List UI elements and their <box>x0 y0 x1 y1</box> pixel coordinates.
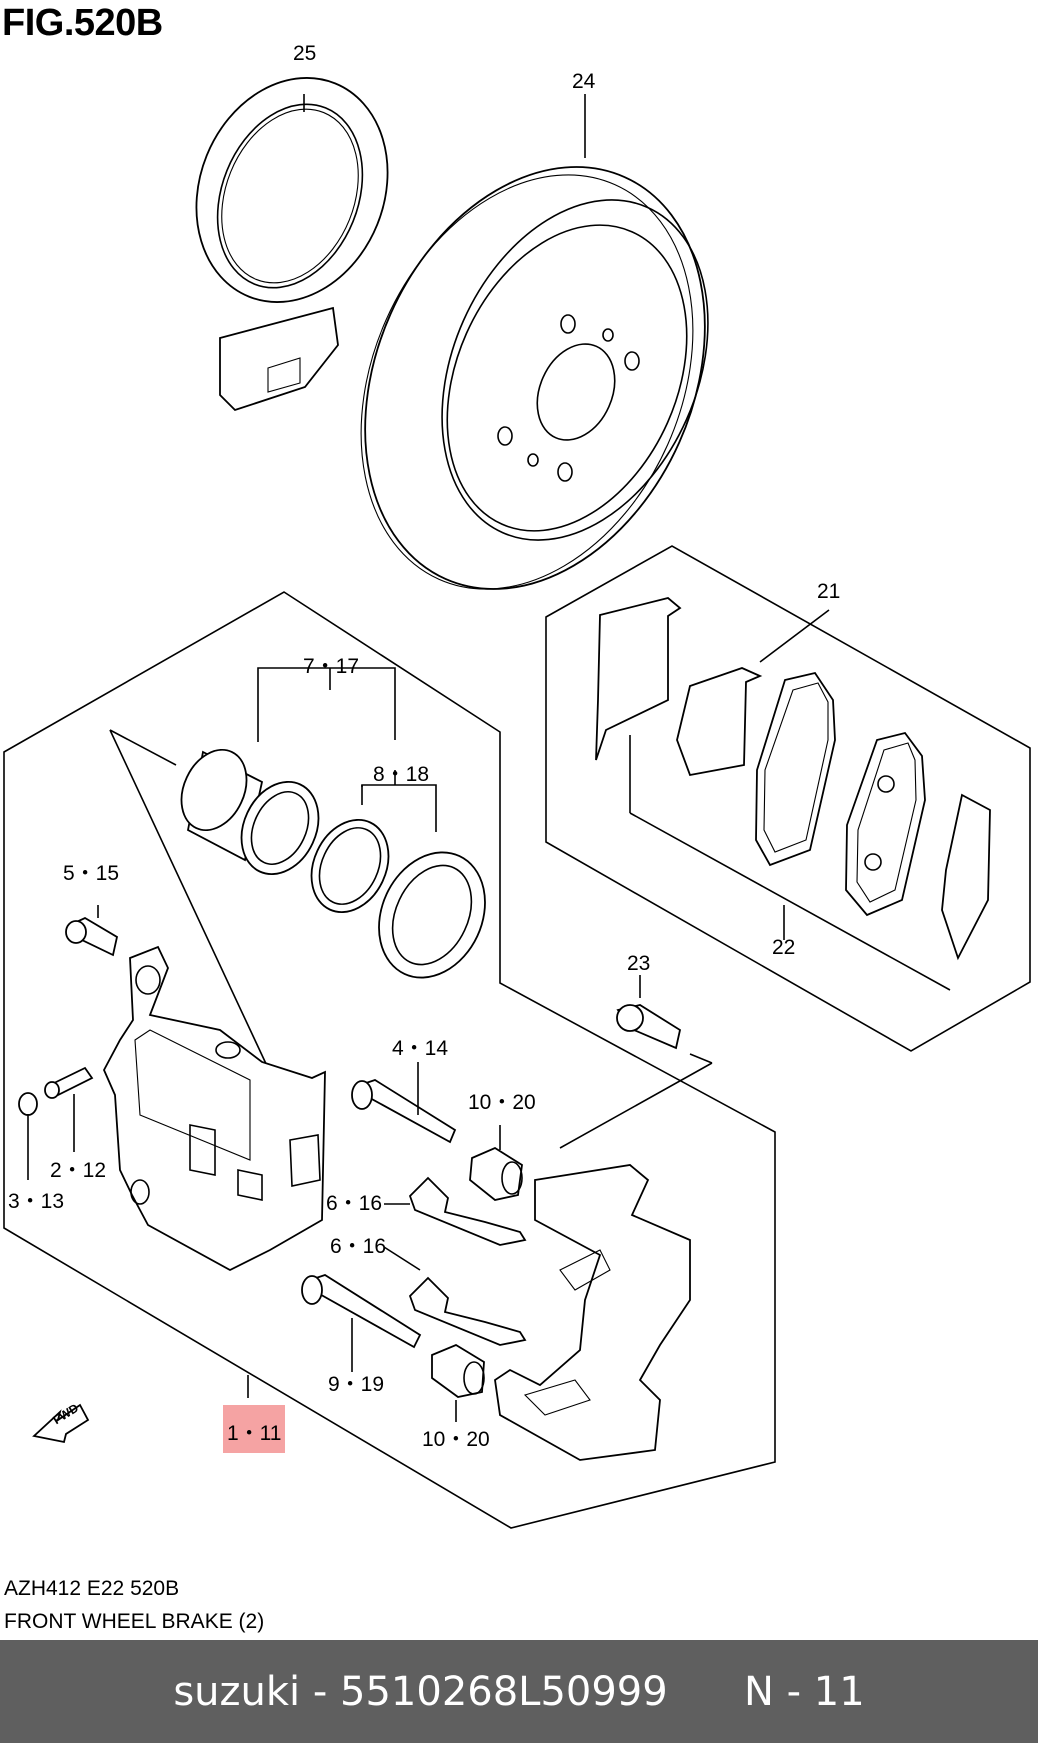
boot-parts <box>431 1125 523 1422</box>
piston-seal-parts <box>109 667 486 1069</box>
caption-code: AZH412 E22 520B <box>4 1577 180 1600</box>
exploded-parts-diagram: FIG.520B <box>2 2 1031 1633</box>
bleeder-parts <box>18 1066 94 1180</box>
callout-10-20-upper: 10・20 <box>468 1091 536 1114</box>
spring-parts <box>383 1176 527 1346</box>
callout-6-16-upper: 6・16 <box>326 1192 383 1215</box>
callout-22: 22 <box>772 936 796 959</box>
callout-1-11: 1・11 <box>227 1422 282 1445</box>
callout-25: 25 <box>293 42 317 65</box>
figure-title: FIG.520B <box>2 2 163 44</box>
callout-7-17: 7・17 <box>303 655 360 678</box>
bolt-parts <box>65 905 713 1149</box>
carrier-bracket-part <box>494 1164 691 1461</box>
fwd-arrow-icon <box>32 1403 90 1444</box>
callout-10-20-lower: 10・20 <box>422 1428 490 1451</box>
diagram-drawing <box>3 77 1031 1529</box>
callout-21: 21 <box>817 580 841 603</box>
callout-23: 23 <box>627 952 651 975</box>
callout-6-16-lower: 6・16 <box>330 1235 387 1258</box>
footer-separator: - <box>300 1668 341 1715</box>
dust-shield-part <box>195 77 389 412</box>
footer-gap <box>668 1669 744 1715</box>
footer-part-number: 5510268L50999 <box>340 1668 668 1715</box>
callout-24: 24 <box>572 70 596 93</box>
caption-name: FRONT WHEEL BRAKE (2) <box>4 1610 265 1633</box>
footer-position: N - 11 <box>744 1668 865 1715</box>
callout-5-15: 5・15 <box>63 862 120 885</box>
part-info-footer: suzuki - 5510268L50999 N - 11 <box>0 1640 1038 1743</box>
brake-disc-part <box>360 94 709 590</box>
footer-brand: suzuki <box>173 1668 301 1715</box>
callout-3-13: 3・13 <box>8 1190 65 1213</box>
pad-shim-parts <box>595 597 991 991</box>
pad-kit-frame <box>545 545 1031 1052</box>
highlighted-part-marker <box>223 1405 285 1453</box>
callout-4-14: 4・14 <box>392 1037 449 1060</box>
caliper-group-frame <box>3 591 776 1529</box>
caliper-body-part <box>103 945 326 1398</box>
callout-8-18: 8・18 <box>373 763 430 786</box>
callout-2-12: 2・12 <box>50 1159 107 1182</box>
callout-9-19: 9・19 <box>328 1373 385 1396</box>
guide-pin-parts <box>301 1062 457 1372</box>
